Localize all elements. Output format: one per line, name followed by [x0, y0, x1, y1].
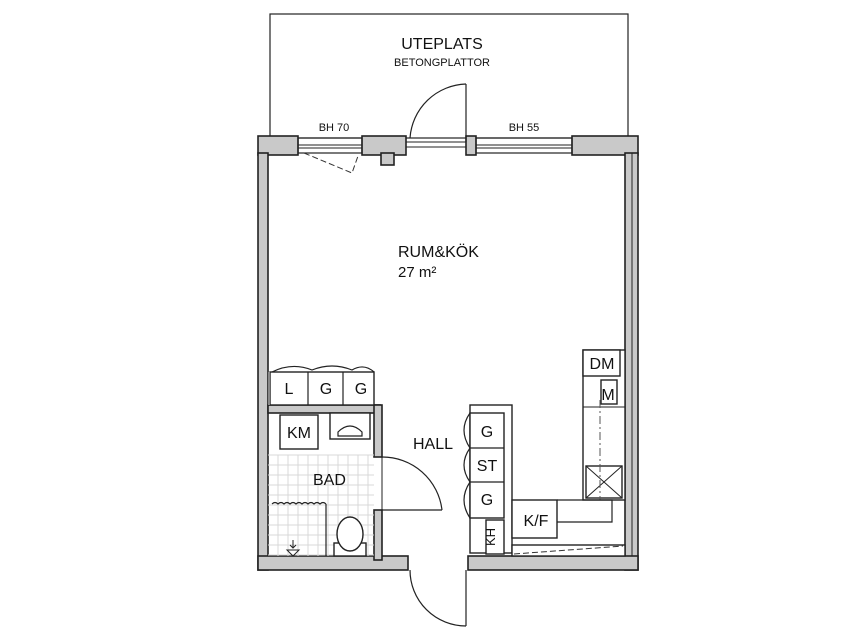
- entrance-door: [409, 569, 467, 627]
- sink: [329, 412, 371, 440]
- balcony-door: [406, 83, 467, 148]
- washing-machine-label: KM: [287, 425, 311, 442]
- fridge-label: K/F: [524, 513, 549, 530]
- top-wall-mid-right: [465, 135, 477, 156]
- wardrobe-row: [268, 365, 375, 406]
- bottom-wall-right: [467, 555, 639, 571]
- top-wall-mid-left: [361, 135, 407, 156]
- bath-wall-top: [267, 404, 381, 414]
- bathroom-tiles: [268, 454, 374, 556]
- bottom-wall-left: [257, 555, 409, 571]
- main-room-area: 27 m²: [398, 264, 436, 281]
- hall-wardrobe-label-top: G: [481, 424, 493, 441]
- bottom-storage: [511, 544, 626, 557]
- bathroom-name: BAD: [313, 472, 346, 489]
- terrace-outline: [269, 13, 629, 139]
- bath-wall-right-upper: [373, 404, 383, 458]
- kitchen-counter: [582, 349, 626, 501]
- terrace-title: UTEPLATS: [401, 36, 483, 53]
- fridge-box: [511, 499, 613, 539]
- main-room-name: RUM&KÖK: [398, 243, 479, 261]
- toilet: [333, 516, 367, 557]
- dishwasher-label: DM: [590, 356, 615, 373]
- linen-label: L: [285, 381, 294, 398]
- wardrobe-label-1: G: [320, 381, 332, 398]
- window-bh55: [475, 137, 573, 154]
- coat-rack-box: [485, 519, 505, 555]
- washing-machine-box: [279, 414, 319, 450]
- coat-rack-label: KH: [483, 528, 498, 546]
- cleaning-cabinet-label: ST: [477, 458, 498, 475]
- hall-wardrobe-label-bottom: G: [481, 492, 493, 509]
- column-stub: [380, 152, 395, 166]
- top-wall-left: [257, 135, 299, 156]
- terrace-subtitle: BETONGPLATTOR: [394, 57, 490, 69]
- bath-door: [381, 456, 443, 511]
- window-bh70: [297, 137, 363, 174]
- bath-wall-right-lower: [373, 509, 383, 561]
- microwave-label: M: [601, 387, 614, 404]
- floor-drain-icon: [285, 540, 301, 557]
- window-label-right: BH 55: [509, 122, 540, 134]
- window-label-left: BH 70: [319, 122, 350, 134]
- top-wall-right: [571, 135, 639, 156]
- hall-name: HALL: [413, 436, 453, 453]
- wardrobe-label-2: G: [355, 381, 367, 398]
- shower-curtain: [271, 501, 327, 505]
- left-wall: [257, 152, 269, 571]
